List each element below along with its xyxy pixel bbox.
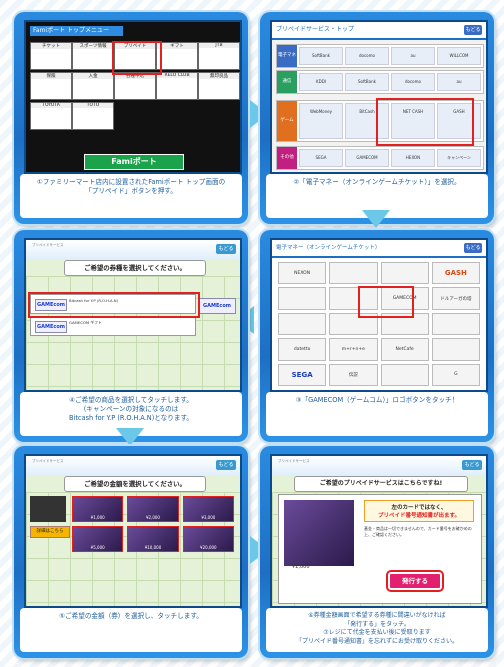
step3-caption: ③「GAMECOM（ゲームコム）」ロゴボタンをタッチ！ bbox=[266, 392, 488, 436]
tile-toto[interactable]: TOTO bbox=[72, 102, 114, 130]
famiport-top-screen: Famiポート トップメニュー チケット スポーツ情報 プリペイド ギフト JT… bbox=[24, 20, 242, 174]
step4-panel: プリペイドサービス もどる ご希望の券種を選択してください。 GAMEcom B… bbox=[14, 230, 248, 442]
logo-grid: NEXON GASH GAMECOM ドルアーガの塔 datetto m+r+n… bbox=[278, 262, 480, 386]
price: ¥1,000 bbox=[292, 564, 310, 570]
emoney-highlight bbox=[376, 98, 474, 146]
gamecom-highlight bbox=[358, 286, 414, 318]
step6-caption: ⑥券種金額画面で希望する券種に間違いがなければ 「発行する」をタッチ。 ⑦レジに… bbox=[266, 608, 488, 652]
prepaid-highlight bbox=[112, 41, 162, 75]
tile-payment[interactable]: 入金 bbox=[72, 72, 114, 100]
tile-muji[interactable]: 無印良品 bbox=[198, 72, 240, 100]
amount-option[interactable]: ¥5,000 bbox=[72, 526, 124, 552]
step5-caption: ⑤ご希望の金額（券）を選択し、タッチします。 bbox=[20, 608, 242, 652]
ticket-select-screen: プリペイドサービス もどる ご希望の券種を選択してください。 GAMEcom B… bbox=[24, 238, 242, 392]
detail-button[interactable]: 詳細はこちら bbox=[30, 526, 70, 538]
gamecom-logo: GAMEcom bbox=[35, 299, 67, 311]
amount-select-screen: プリペイドサービス もどる ご希望の金額を選択してください。 詳細はこちら ¥1… bbox=[24, 454, 242, 608]
amount-option[interactable]: ¥10,000 bbox=[127, 526, 179, 552]
product-thumbnail bbox=[30, 496, 66, 522]
notice: 左のカードではなく、 プリペイド番号通知書が出ます。 bbox=[364, 500, 474, 522]
screen-header: プリペイドサービス・トップ bbox=[272, 22, 486, 40]
tile-insurance[interactable]: 保険 bbox=[30, 72, 72, 100]
ticket-highlight bbox=[28, 292, 200, 318]
ticket-option[interactable]: GAMEcom GAMECOM ギフト bbox=[30, 316, 196, 336]
prompt: ご希望の金額を選択してください。 bbox=[64, 476, 206, 492]
step2-panel: プリペイドサービス・トップ もどる 電子マネー SoftBankdocomoau… bbox=[260, 12, 494, 224]
tile-gift[interactable]: ギフト bbox=[156, 42, 198, 70]
product-image bbox=[284, 500, 354, 566]
description: 基金・商品は一切できませんので、カード番号をお確かめの上、ご確認ください。 bbox=[364, 526, 472, 537]
back-button[interactable]: もどる bbox=[216, 460, 236, 470]
ticket-option[interactable]: GAMEcom Bitcash for Y.P (R.O.H.A.N) bbox=[30, 294, 196, 314]
back-button[interactable]: もどる bbox=[464, 243, 482, 253]
arrow-down-icon bbox=[362, 210, 390, 228]
arrow-down-icon bbox=[116, 428, 144, 446]
amount-option[interactable]: ¥1,000 bbox=[72, 496, 124, 522]
issue-button[interactable]: 発行する bbox=[386, 570, 444, 592]
amount-option[interactable]: ¥20,000 bbox=[182, 526, 234, 552]
screen-header: 電子マネー（オンラインゲームチケット） bbox=[272, 240, 486, 258]
tile-ticket[interactable]: チケット bbox=[30, 42, 72, 70]
gamecom-side-logo: GAMEcom bbox=[198, 298, 236, 314]
prepaid-top-screen: プリペイドサービス・トップ もどる 電子マネー SoftBankdocomoau… bbox=[270, 20, 488, 174]
menu-title: Famiポート トップメニュー bbox=[30, 26, 123, 36]
back-button[interactable]: もどる bbox=[216, 244, 236, 254]
tile-apply[interactable]: 各種申込 bbox=[114, 72, 156, 100]
step3-panel: 電子マネー（オンラインゲームチケット） もどる NEXON GASH GAMEC… bbox=[260, 230, 494, 442]
emoney-screen: 電子マネー（オンラインゲームチケット） もどる NEXON GASH GAMEC… bbox=[270, 238, 488, 392]
tile-relo[interactable]: RELO CLUB bbox=[156, 72, 198, 100]
gamecom-logo: GAMEcom bbox=[35, 321, 67, 333]
step1-panel: Famiポート トップメニュー チケット スポーツ情報 プリペイド ギフト JT… bbox=[14, 12, 248, 224]
step6-panel: プリペイドサービス もどる ご希望のプリペイドサービスはこちらですね! ¥1,0… bbox=[260, 446, 494, 658]
tile-jtb[interactable]: JTB bbox=[198, 42, 240, 70]
step5-panel: プリペイドサービス もどる ご希望の金額を選択してください。 詳細はこちら ¥1… bbox=[14, 446, 248, 658]
confirm-screen: プリペイドサービス もどる ご希望のプリペイドサービスはこちらですね! ¥1,0… bbox=[270, 454, 488, 608]
famiport-logo: Famiポート bbox=[84, 154, 184, 170]
back-button[interactable]: もどる bbox=[464, 25, 482, 35]
prompt: ご希望のプリペイドサービスはこちらですね! bbox=[294, 476, 468, 492]
amount-option[interactable]: ¥3,000 bbox=[182, 496, 234, 522]
back-button[interactable]: もどる bbox=[462, 460, 482, 470]
tile-sports[interactable]: スポーツ情報 bbox=[72, 42, 114, 70]
step1-caption: ①ファミリーマート店内に設置されたFamiポート トップ画面の 「プリペイド」ボ… bbox=[20, 174, 242, 218]
prompt: ご希望の券種を選択してください。 bbox=[64, 260, 206, 276]
tile-toyota[interactable]: TOYOTA bbox=[30, 102, 72, 130]
amount-grid: ¥1,000 ¥2,000 ¥3,000 ¥5,000 ¥10,000 ¥20,… bbox=[72, 496, 234, 552]
amount-option[interactable]: ¥2,000 bbox=[127, 496, 179, 522]
